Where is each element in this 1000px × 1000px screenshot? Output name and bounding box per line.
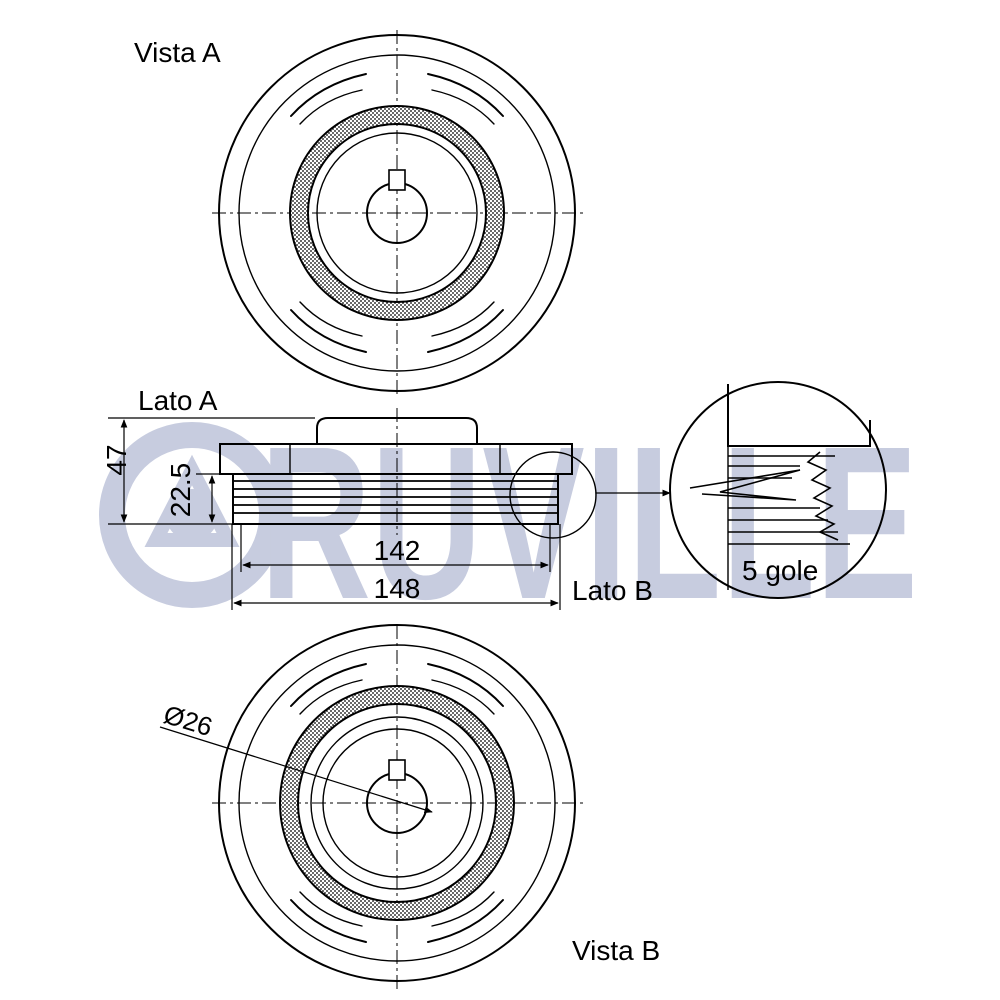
- diameter-outer-label: 148: [374, 573, 421, 604]
- diameter-belt-label: 142: [374, 535, 421, 566]
- height-belt-label: 22.5: [165, 463, 196, 518]
- view-a-drawing: [212, 30, 585, 395]
- view-b-drawing: [159, 624, 585, 990]
- side-section-drawing: [219, 408, 597, 539]
- bore-diameter-label: Ø26: [160, 699, 216, 742]
- side-b-label: Lato B: [572, 575, 653, 606]
- groove-detail: [669, 381, 887, 599]
- grooves-label: 5 gole: [742, 555, 818, 586]
- view-b-label: Vista B: [572, 935, 660, 966]
- side-a-label: Lato A: [138, 385, 218, 416]
- height-total-label: 47: [101, 444, 132, 475]
- view-a-label: Vista A: [134, 37, 221, 68]
- dimension-lines: [108, 417, 671, 610]
